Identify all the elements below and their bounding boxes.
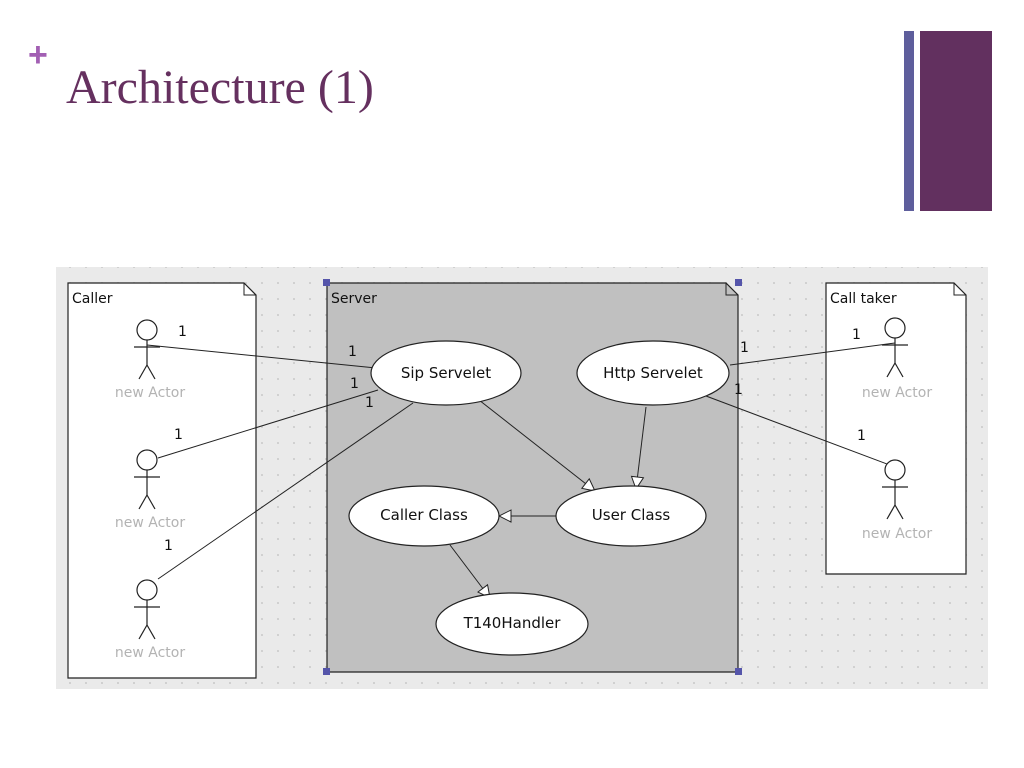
actor-label: new Actor [115, 385, 185, 401]
actor-stick-figure-icon [134, 449, 160, 510]
use-case-caller-class[interactable]: Caller Class [348, 485, 500, 547]
actor-stick-figure-icon [134, 579, 160, 640]
actor-label: new Actor [862, 526, 932, 542]
selection-handle[interactable] [323, 279, 330, 286]
use-case-label: Http Servelet [603, 364, 703, 382]
decorative-bar-thick [920, 31, 992, 211]
slide-title: Architecture (1) [66, 61, 374, 114]
actor[interactable]: new Actor [115, 319, 185, 401]
use-case-label: User Class [592, 506, 671, 524]
use-case-label: Sip Servelet [401, 364, 491, 382]
package-call-taker[interactable]: Call taker [825, 282, 967, 575]
association-line [729, 342, 896, 366]
actor-stick-figure-icon [882, 317, 908, 378]
actor[interactable]: new Actor [862, 459, 932, 542]
actor-label: new Actor [115, 645, 185, 661]
multiplicity-label: 1 [740, 340, 749, 356]
multiplicity-label: 1 [178, 324, 187, 340]
use-case-label: Caller Class [380, 506, 468, 524]
actor-label: new Actor [115, 515, 185, 531]
multiplicity-label: 1 [365, 395, 374, 411]
generalization-arrow [449, 544, 490, 598]
multiplicity-label: 1 [857, 428, 866, 444]
use-case-sip-servelet[interactable]: Sip Servelet [370, 340, 522, 406]
use-case-http-servelet[interactable]: Http Servelet [576, 340, 730, 406]
use-case-user-class[interactable]: User Class [555, 485, 707, 547]
selection-handle[interactable] [735, 279, 742, 286]
association-line [146, 344, 377, 369]
association-line [157, 389, 379, 459]
multiplicity-labels: 1 1 1 1 1 1 1 1 1 1 [164, 324, 866, 554]
actor[interactable]: new Actor [115, 449, 185, 531]
use-case-label: T140Handler [463, 614, 562, 632]
package-caller[interactable]: Caller [67, 282, 257, 679]
association-lines [146, 342, 896, 598]
multiplicity-label: 1 [164, 538, 173, 554]
actor[interactable]: new Actor [115, 579, 185, 661]
actor-stick-figure-icon [134, 319, 160, 380]
bullet-plus-icon: + [28, 36, 48, 74]
actor[interactable]: new Actor [862, 317, 932, 401]
multiplicity-label: 1 [174, 427, 183, 443]
package-call-taker-label: Call taker [830, 291, 897, 307]
actor-stick-figure-icon [882, 459, 908, 520]
uml-diagram-svg: Caller Server Call taker 1 1 1 1 1 1 1 1 [67, 279, 967, 679]
decorative-bar-thin [904, 31, 914, 211]
multiplicity-label: 1 [734, 382, 743, 398]
package-caller-label: Caller [72, 291, 113, 307]
package-server-label: Server [331, 291, 377, 307]
use-case-t140-handler[interactable]: T140Handler [435, 592, 589, 656]
multiplicity-label: 1 [852, 327, 861, 343]
association-line [157, 402, 414, 580]
generalization-arrow [636, 406, 647, 489]
multiplicity-label: 1 [348, 344, 357, 360]
actor-label: new Actor [862, 385, 932, 401]
uml-diagram-canvas: Caller Server Call taker 1 1 1 1 1 1 1 1 [56, 267, 988, 689]
association-line [705, 395, 896, 468]
generalization-arrow [478, 399, 595, 491]
multiplicity-label: 1 [350, 376, 359, 392]
selection-handle[interactable] [323, 668, 330, 675]
selection-handle[interactable] [735, 668, 742, 675]
